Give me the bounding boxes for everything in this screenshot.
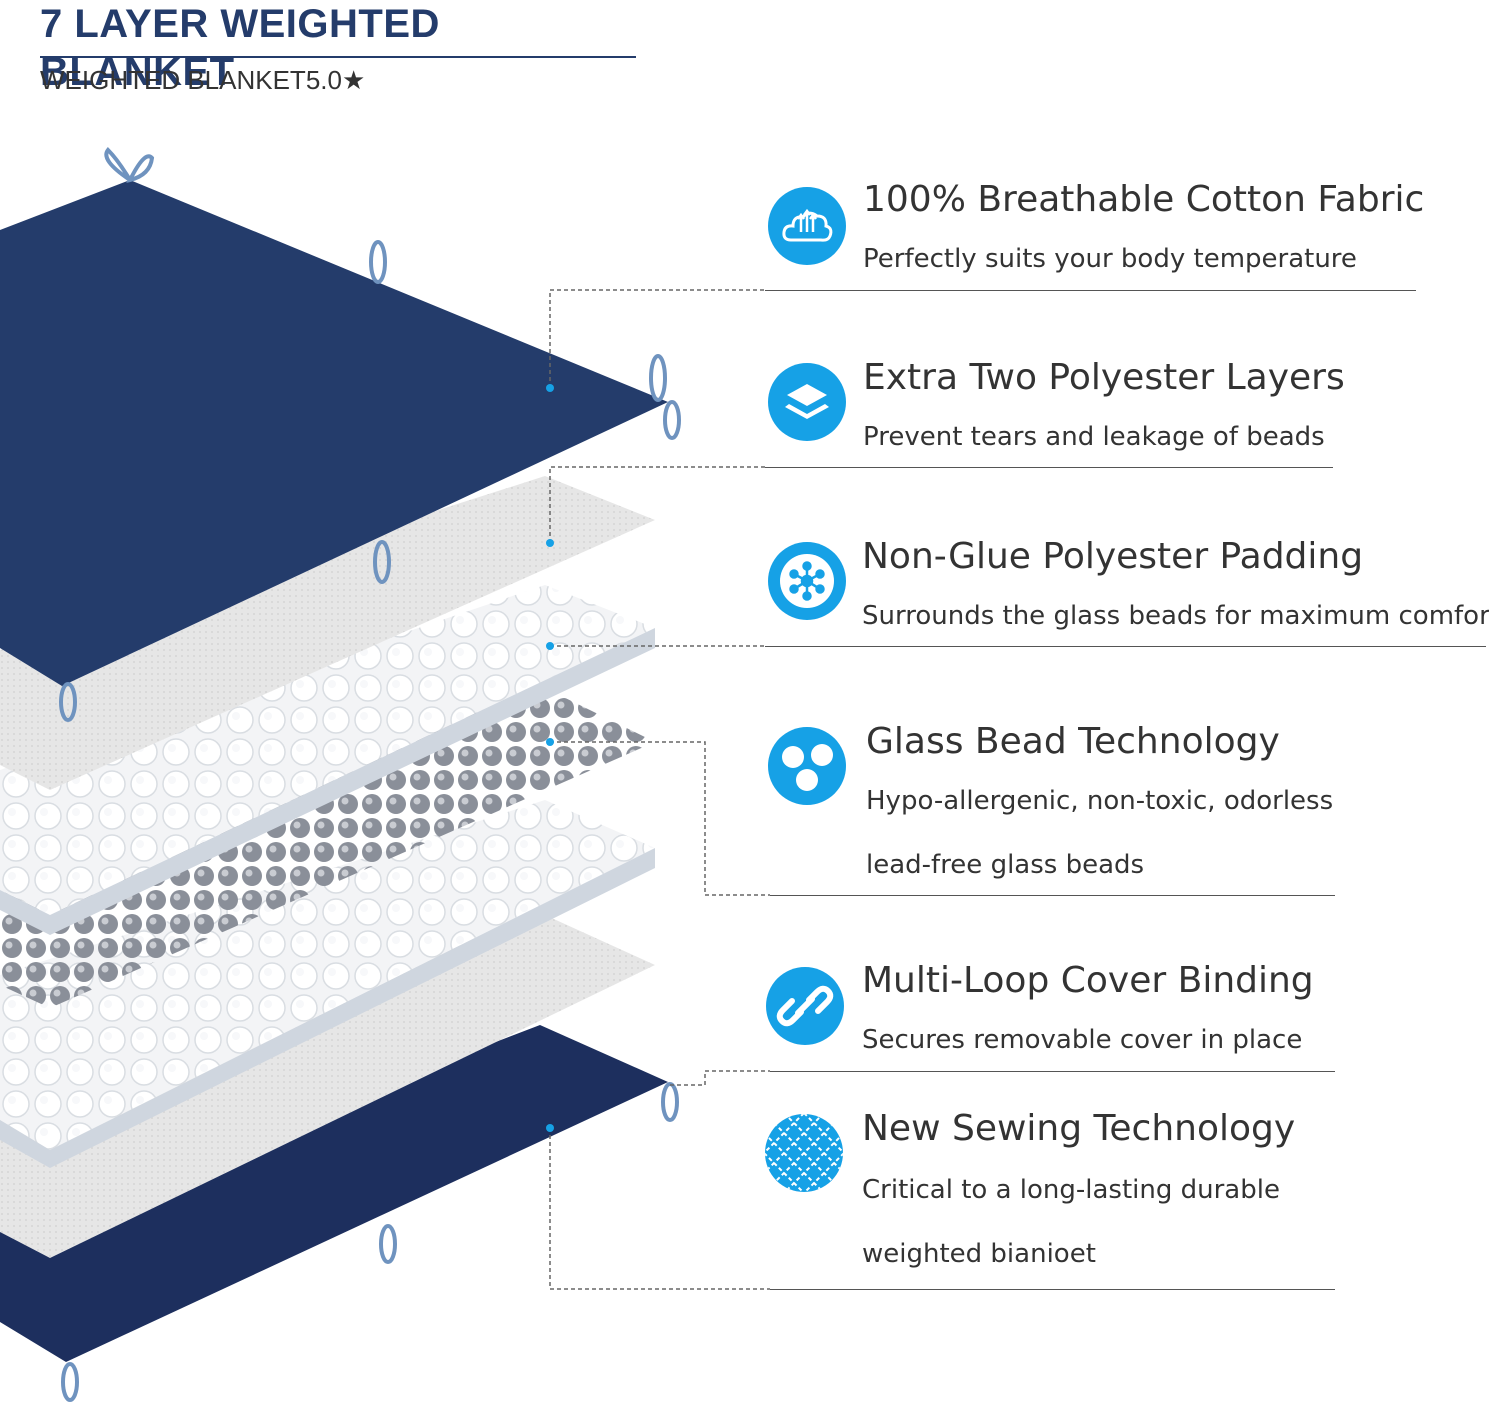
glass-bead-layer [0,688,655,1008]
feature-divider [770,1071,1335,1072]
feature-divider [770,1289,1335,1290]
top-cover-layer [0,180,668,686]
chain-link-icon [766,967,844,1045]
feature-divider [765,290,1416,291]
feature-title: Extra Two Polyester Layers [863,357,1345,398]
glass-beads-icon [768,727,846,805]
bottom-polyester-layer [0,915,655,1258]
feature-divider [770,895,1335,896]
feature-description-line-2: weighted bianioet [862,1239,1096,1269]
feature-description: Secures removable cover in place [862,1025,1303,1055]
connector-lines [549,289,770,1290]
feature-title: Multi-Loop Cover Binding [862,960,1314,1001]
feature-title: Glass Bead Technology [866,721,1280,762]
page-subtitle: WEIGHTED BLANKET5.0★ [40,65,366,95]
feature-description: Surrounds the glass beads for maximum co… [862,601,1489,631]
bottom-cover-layer [0,1025,668,1362]
feature-description-line-2: lead-free glass beads [866,850,1145,880]
feature-description: Prevent tears and leakage of beads [863,422,1325,452]
cloud-airflow-icon [768,187,846,265]
title-underline [40,56,636,58]
lower-padding-layer [0,800,655,1150]
feature-divider [765,467,1333,468]
cover-loops [59,147,681,1402]
connector-dots [546,384,554,1132]
feature-description: Critical to a long-lasting durable [862,1175,1280,1205]
feature-description: Hypo-allergenic, non-toxic, odorless [866,786,1334,816]
feature-divider [765,646,1486,647]
upper-padding-layer [0,585,655,915]
top-polyester-layer [0,476,655,790]
feature-description: Perfectly suits your body temperature [863,244,1357,274]
molecule-icon [768,542,846,620]
feature-title: Non-Glue Polyester Padding [862,536,1364,577]
feature-title: 100% Breathable Cotton Fabric [863,179,1425,220]
layers-icon [768,363,846,441]
feature-title: New Sewing Technology [862,1108,1296,1149]
stitch-pattern-icon [765,1114,843,1192]
